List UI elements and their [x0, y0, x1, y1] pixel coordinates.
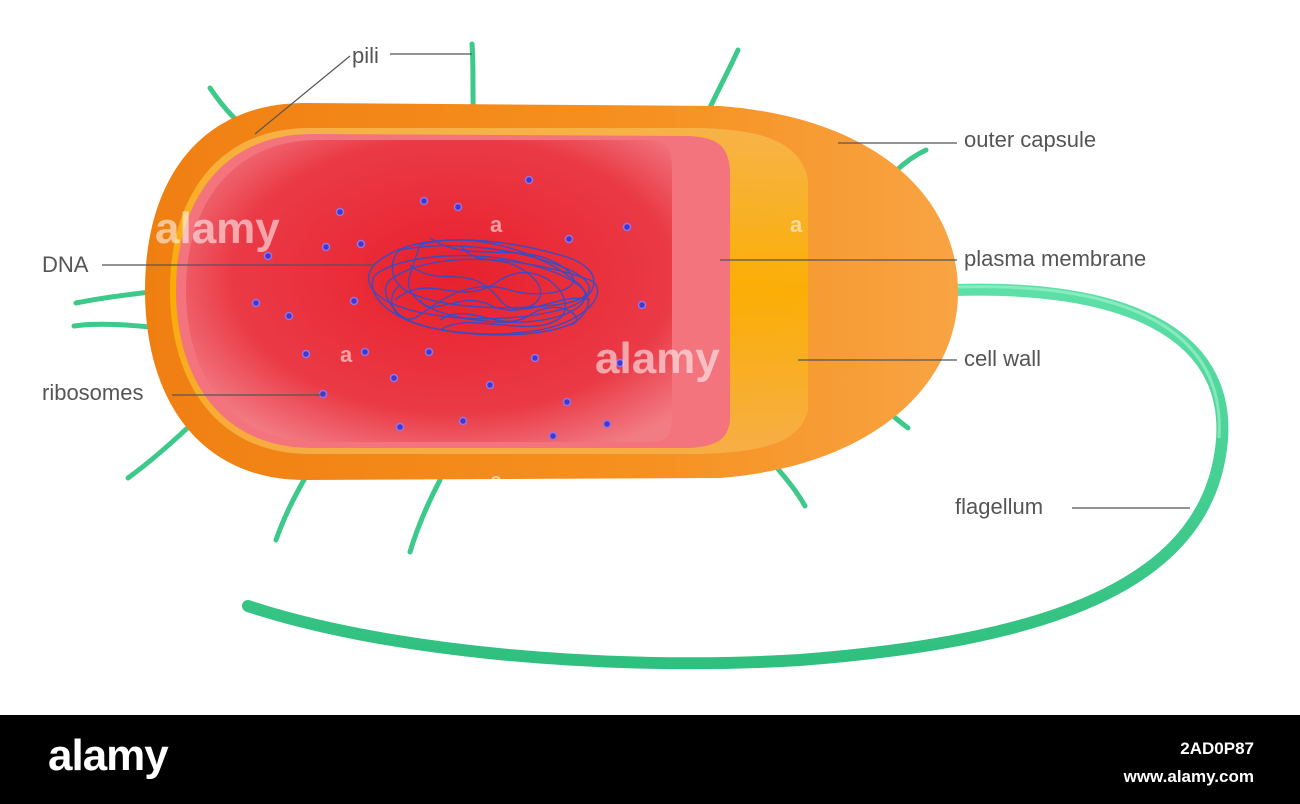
flagellum-highlight: [954, 285, 1221, 439]
label-outer-capsule: outer capsule: [964, 127, 1096, 152]
pili-leader-left: [254, 55, 351, 135]
dna-nucleoid: [367, 237, 599, 336]
watermark-a-1: a: [490, 212, 503, 237]
footer-bar: alamy 2AD0P87 www.alamy.com: [0, 715, 1300, 804]
label-ribosomes: ribosomes: [42, 380, 143, 405]
ribosomes-group: [251, 175, 647, 441]
flagellum: [242, 283, 1229, 670]
watermark-a-3: a: [340, 342, 353, 367]
bacterium-diagram: alamy alamy a a a a pili outer capsule D…: [42, 41, 1229, 670]
footer-site-link[interactable]: www.alamy.com: [1123, 767, 1254, 786]
cytoplasm: [186, 140, 672, 442]
watermark-alamy-left: alamy: [155, 204, 280, 253]
label-cell-wall: cell wall: [964, 346, 1041, 371]
watermark-a-4: a: [490, 468, 503, 493]
watermark-a-2: a: [790, 212, 803, 237]
leader-lines: [102, 53, 1190, 509]
label-flagellum: flagellum: [955, 494, 1043, 519]
footer-image-info: 2AD0P87 www.alamy.com: [1124, 735, 1254, 791]
label-dna: DNA: [42, 252, 89, 277]
watermark-alamy-center: alamy: [595, 334, 720, 383]
label-pili: pili: [352, 43, 379, 68]
label-plasma-membrane: plasma membrane: [964, 246, 1146, 271]
footer-image-id: 2AD0P87: [1180, 739, 1254, 758]
footer-logo[interactable]: alamy: [48, 731, 169, 780]
